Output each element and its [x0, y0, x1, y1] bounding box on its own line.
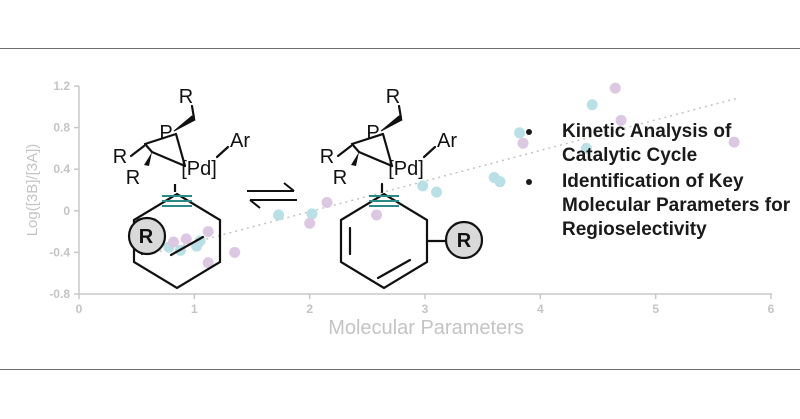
ch2-bond — [397, 104, 403, 120]
scatter-point — [586, 99, 598, 111]
x-tick-label: 6 — [768, 302, 775, 316]
top-rule — [0, 48, 800, 49]
p-label: P — [159, 122, 172, 144]
equilibrium-arrows — [247, 182, 297, 209]
scatter-point — [728, 136, 740, 148]
x-tick-label: 4 — [537, 302, 544, 316]
r-left-label: R — [320, 146, 334, 168]
scatter-point — [202, 257, 214, 269]
x-tick-marks: 0 1 2 3 4 5 6 — [76, 294, 775, 316]
y-tick-label: 1.2 — [53, 79, 70, 93]
x-tick-label: 2 — [306, 302, 313, 316]
ring-bond — [150, 150, 187, 168]
aromatic-bond — [376, 258, 412, 280]
scatter-point — [304, 217, 316, 229]
r-below-label: R — [333, 167, 347, 189]
scatter-point — [180, 233, 192, 245]
y-tick-label: -0.8 — [49, 287, 70, 301]
bottom-rule — [0, 369, 800, 370]
scatter-point — [168, 236, 180, 248]
bullet-dot — [526, 129, 532, 135]
scatter-point — [517, 137, 529, 149]
r-top-label: R — [179, 86, 193, 108]
chart-axes: 1.2 0.8 0.4 0 -0.4 -0.8 0 1 2 3 4 5 6 Log([3B]/[3A]… — [24, 79, 775, 339]
y-tick-label: -0.4 — [49, 245, 70, 259]
scatter-point — [615, 114, 627, 126]
pd-ar-bond — [215, 145, 230, 159]
scatter-point — [609, 82, 621, 94]
benzene-ring-right — [339, 192, 429, 290]
left-labels: R P R R [Pd] Ar R — [113, 86, 251, 248]
finding-text: Kinetic Analysis of Catalytic Cycle — [562, 121, 732, 166]
pd-ar-bond — [422, 145, 437, 159]
benzene-ring-left — [132, 192, 222, 290]
substituent-circle-right — [444, 220, 484, 260]
wedge-bond — [351, 152, 359, 166]
ring-bond — [143, 142, 154, 154]
aryne-bond-right — [369, 195, 399, 207]
aromatic-bond — [169, 235, 205, 257]
x-tick-label: 5 — [652, 302, 659, 316]
ch2-bond — [190, 104, 196, 120]
scatter-point — [371, 209, 383, 221]
r-left-label: R — [113, 146, 127, 168]
x-tick-label: 1 — [191, 302, 198, 316]
pd-label: [Pd] — [181, 158, 217, 180]
ring-bond — [350, 142, 361, 154]
aryne-bond-left — [162, 195, 192, 207]
y-tick-label: 0.4 — [53, 162, 70, 176]
x-axis-label: Molecular Parameters — [328, 317, 524, 339]
y-axis-label: Log([3B]/[3A]) — [24, 144, 41, 237]
r-below-label: R — [126, 167, 140, 189]
scatter-point — [431, 186, 443, 198]
finding-item: Identification of Key Molecular Paramete… — [522, 170, 797, 242]
x-tick-label: 0 — [76, 302, 83, 316]
y-tick-label: 0.8 — [53, 121, 70, 135]
finding-item: Kinetic Analysis of Catalytic Cycle — [522, 120, 797, 168]
scatter-point — [321, 196, 333, 208]
ring-bond — [350, 132, 385, 146]
scatter-point — [202, 226, 214, 238]
ar-label: Ar — [437, 130, 457, 152]
wedge-bond — [144, 152, 152, 166]
ar-label: Ar — [230, 130, 250, 152]
finding-text: Identification of Key Molecular Paramete… — [562, 171, 791, 240]
wedge-bond — [380, 115, 403, 132]
ring-bond — [143, 132, 178, 146]
scatter-point — [494, 176, 506, 188]
right-labels: R P R R [Pd] Ar R — [320, 86, 472, 252]
scatter-point — [514, 127, 526, 139]
scatter-point — [273, 209, 285, 221]
substituent-circle-left — [127, 216, 167, 256]
scatter-point — [229, 246, 241, 258]
scatter-point — [306, 208, 318, 220]
wedge-bond — [173, 115, 196, 132]
r-ring-label: R — [457, 230, 472, 252]
ring-bond — [357, 150, 394, 168]
y-tick-label: 0 — [63, 204, 70, 218]
ring-bond — [174, 132, 187, 168]
y-tick-marks: 1.2 0.8 0.4 0 -0.4 -0.8 — [49, 79, 79, 301]
x-tick-label: 3 — [422, 302, 429, 316]
scatter-points — [163, 82, 740, 269]
r-ring-label: R — [139, 226, 154, 248]
pd-label: [Pd] — [388, 158, 424, 180]
ring-bond — [381, 132, 394, 168]
findings-list: Kinetic Analysis of Catalytic Cycle Iden… — [522, 120, 797, 244]
ring-bond — [336, 144, 353, 158]
ring-bond — [129, 144, 146, 158]
right-complex — [336, 104, 448, 290]
scatter-point — [417, 180, 429, 192]
r-top-label: R — [386, 86, 400, 108]
p-label: P — [366, 122, 379, 144]
scatter-point — [580, 142, 592, 154]
bullet-dot — [526, 179, 532, 185]
